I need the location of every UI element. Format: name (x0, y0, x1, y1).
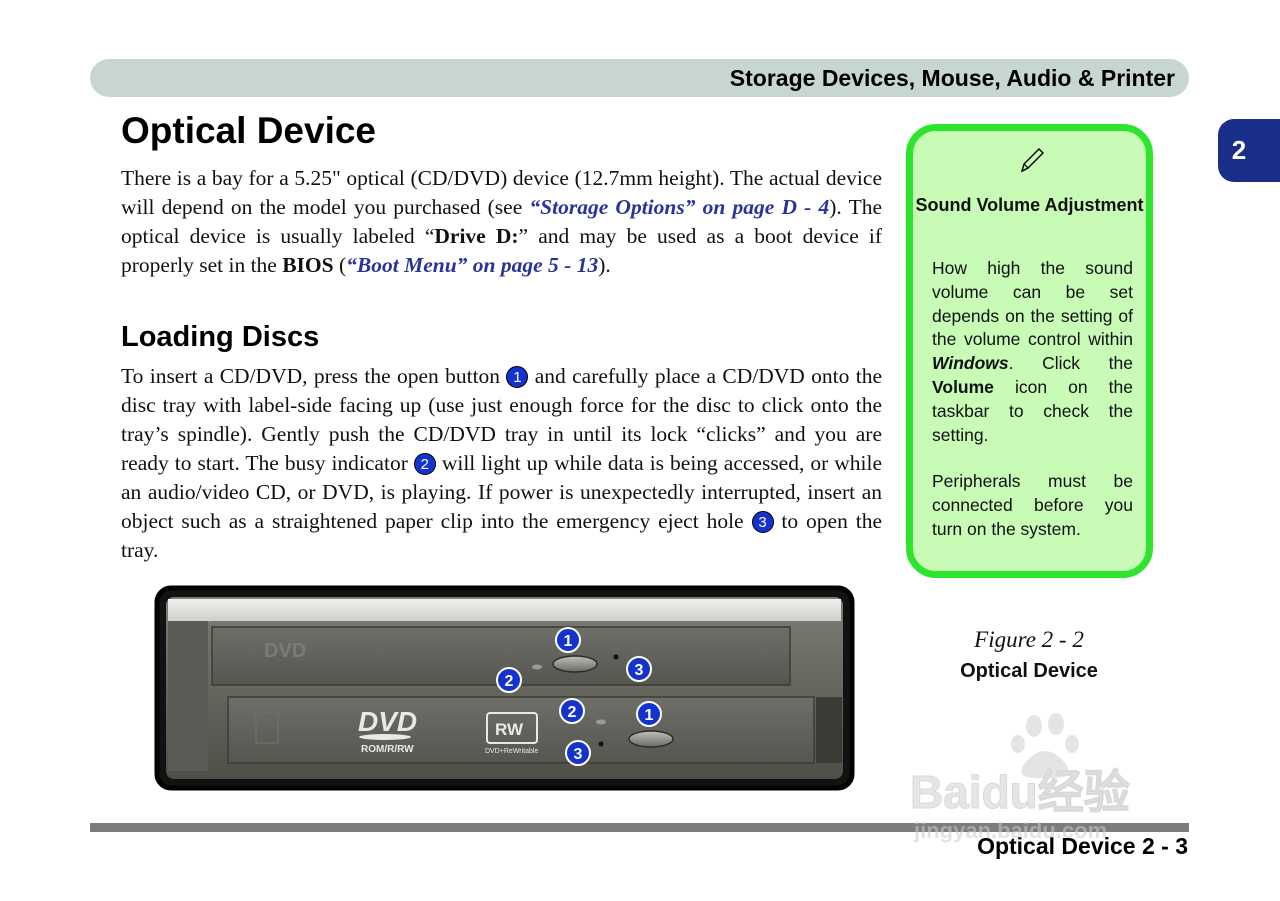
section-heading-loading-discs: Loading Discs (121, 321, 320, 353)
figure-callout-3-bottom: 3 (565, 740, 591, 766)
page-title: Optical Device (121, 110, 377, 151)
dvd-logo-sub: ROM/R/RW (361, 744, 414, 755)
svg-text:1: 1 (564, 633, 573, 650)
svg-text:3: 3 (635, 662, 644, 679)
optical-drive-photo: DVD DVD ROM/R/RW RW DVD+ReWritable 1 2 3… (154, 585, 855, 791)
chapter-tab[interactable]: 2 (1218, 119, 1280, 182)
sidebar-note: Sound Volume Adjustment How high the sou… (906, 124, 1153, 578)
dvd-logo: DVD (358, 706, 417, 737)
rw-logo: RW (495, 720, 524, 739)
baidu-url: jingyan.baidu.com (913, 818, 1107, 843)
boot-menu-link[interactable]: “Boot Menu” on page 5 - 13 (346, 253, 599, 277)
storage-options-link[interactable]: “Storage Options” on page D - 4 (529, 195, 830, 219)
svg-text:2: 2 (568, 704, 577, 721)
windows-label: Windows (932, 353, 1009, 374)
sidebar-title: Sound Volume Adjustment (915, 195, 1144, 215)
drive-label: Drive D: (434, 224, 519, 248)
sidebar-paragraph-2: Peripherals must be connected before you… (932, 471, 1133, 539)
baidu-brand: Baidu经验 (910, 766, 1130, 818)
volume-label: Volume (932, 376, 994, 397)
svg-text:1: 1 (645, 707, 654, 724)
figure-callout-2-top: 2 (496, 667, 522, 693)
bios-label: BIOS (282, 253, 334, 277)
footer-rule (90, 823, 1189, 832)
svg-text:2: 2 (505, 673, 514, 690)
rw-logo-sub: DVD+ReWritable (485, 748, 538, 755)
page-footer: Optical Device 2 - 3 (977, 833, 1188, 859)
intro-paragraph: There is a bay for a 5.25" optical (CD/D… (121, 166, 883, 277)
sidebar-paragraph-1: How high the sound volume can be set dep… (932, 258, 1133, 445)
callout-badge-3: 3 (751, 511, 774, 533)
header-bar: Storage Devices, Mouse, Audio & Printer (90, 59, 1189, 97)
figure-callout-1-top: 1 (555, 627, 581, 653)
svg-text:3: 3 (574, 746, 583, 763)
figure-caption: Optical Device (960, 660, 1098, 682)
pencil-note-icon (1020, 148, 1044, 173)
running-header: Storage Devices, Mouse, Audio & Printer (729, 65, 1175, 91)
figure-callout-2-bottom: 2 (559, 698, 585, 724)
loading-discs-paragraph: To insert a CD/DVD, press the open butto… (121, 364, 882, 562)
baidu-watermark: Baidu经验 jingyan.baidu.com (910, 713, 1130, 843)
figure-number: Figure 2 - 2 (974, 627, 1084, 652)
svg-text:DVD: DVD (264, 640, 306, 662)
sidebar-body: How high the sound volume can be set dep… (932, 257, 1133, 542)
figure-callout-3-top: 3 (626, 656, 652, 682)
callout-badge-1: 1 (506, 366, 529, 388)
figure-callout-1-bottom: 1 (636, 701, 662, 727)
callout-badge-2: 2 (413, 453, 436, 475)
paw-logo-icon (1011, 713, 1079, 778)
chapter-number: 2 (1231, 135, 1247, 165)
